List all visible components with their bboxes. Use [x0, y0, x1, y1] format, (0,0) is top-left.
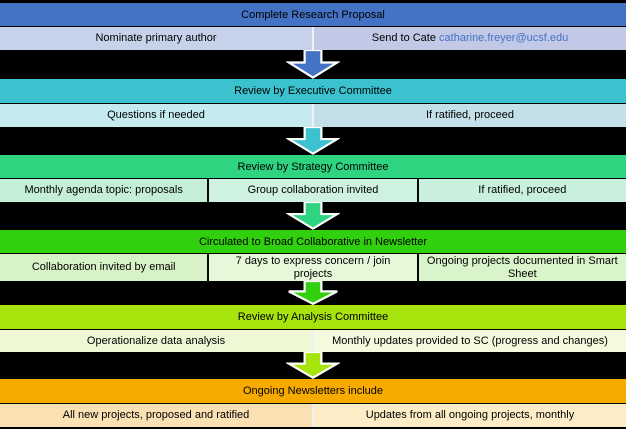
connector-2 — [0, 127, 626, 155]
questions-label: Questions if needed — [107, 109, 205, 122]
stage-5-cell-monthly-updates: Monthly updates provided to SC (progress… — [314, 330, 626, 352]
send-to-cate-label: Send to Cate — [371, 32, 436, 45]
connector-5 — [0, 352, 626, 379]
stage-analysis-committee-review: Review by Analysis Committee Operational… — [0, 305, 626, 352]
down-arrow-icon — [286, 127, 340, 155]
project-updates-label: Updates from all ongoing projects, month… — [365, 409, 575, 422]
down-arrow-icon — [286, 202, 340, 230]
stage-4-cell-email-invite: Collaboration invited by email — [0, 254, 208, 281]
stage-5-cell-data-analysis: Operationalize data analysis — [0, 330, 312, 352]
stage-6-cells: All new projects, proposed and ratified … — [0, 404, 626, 427]
connector-4 — [0, 281, 626, 305]
stage-3-cells: Monthly agenda topic: proposals Group co… — [0, 179, 626, 202]
collaboration-label: Group collaboration invited — [247, 184, 379, 197]
stage-4-cell-seven-days: 7 days to express concern / join project… — [209, 254, 417, 281]
ratified-label: If ratified, proceed — [478, 184, 567, 197]
monthly-updates-label: Monthly updates provided to SC (progress… — [332, 334, 608, 347]
down-arrow-icon — [286, 352, 340, 379]
stage-4-cells: Collaboration invited by email 7 days to… — [0, 254, 626, 281]
stage-ongoing-newsletters: Ongoing Newsletters include All new proj… — [0, 379, 626, 427]
stage-5-cells: Operationalize data analysis Monthly upd… — [0, 330, 626, 352]
stage-broad-collaborative-newsletter: Circulated to Broad Collaborative in New… — [0, 230, 626, 281]
connector-3 — [0, 202, 626, 230]
stage-2-cell-ratified: If ratified, proceed — [314, 104, 626, 127]
stage-1-cells: Nominate primary author Send to Cate cat… — [0, 27, 626, 50]
stage-3-cell-agenda: Monthly agenda topic: proposals — [0, 179, 208, 202]
stage-strategy-committee-review: Review by Strategy Committee Monthly age… — [0, 155, 626, 202]
down-arrow-icon — [286, 281, 340, 305]
stage-6-title: Ongoing Newsletters include — [0, 379, 626, 403]
stage-2-cells: Questions if needed If ratified, proceed — [0, 104, 626, 127]
agenda-label: Monthly agenda topic: proposals — [24, 184, 183, 197]
stage-4-title: Circulated to Broad Collaborative in New… — [0, 230, 626, 253]
stage-3-title: Review by Strategy Committee — [0, 155, 626, 178]
ratified-label: If ratified, proceed — [425, 109, 515, 122]
stage-complete-research-proposal: Complete Research Proposal Nominate prim… — [0, 3, 626, 50]
new-projects-label: All new projects, proposed and ratified — [62, 409, 250, 422]
stage-5-title: Review by Analysis Committee — [0, 305, 626, 329]
seven-days-label: 7 days to express concern / join project… — [235, 254, 391, 280]
data-analysis-label: Operationalize data analysis — [86, 334, 226, 347]
stage-2-cell-questions: Questions if needed — [0, 104, 312, 127]
connector-1 — [0, 50, 626, 79]
stage-1-cell-send-to-cate: Send to Cate catharine.freyer@ucsf.edu — [314, 27, 626, 50]
smart-sheet-label: Ongoing projects documented in Smart She… — [426, 254, 618, 280]
nominate-author-label: Nominate primary author — [95, 32, 217, 45]
down-arrow-icon — [286, 50, 340, 79]
stage-2-title: Review by Executive Committee — [0, 79, 626, 103]
stage-1-cell-nominate-author: Nominate primary author — [0, 27, 312, 50]
stage-6-cell-project-updates: Updates from all ongoing projects, month… — [314, 404, 626, 427]
stage-6-cell-new-projects: All new projects, proposed and ratified — [0, 404, 312, 427]
stage-1-title: Complete Research Proposal — [0, 3, 626, 26]
stage-executive-committee-review: Review by Executive Committee Questions … — [0, 79, 626, 127]
stage-3-cell-collaboration: Group collaboration invited — [209, 179, 417, 202]
email-link[interactable]: catharine.freyer@ucsf.edu — [439, 32, 569, 45]
stage-3-cell-ratified: If ratified, proceed — [418, 179, 626, 202]
email-invite-label: Collaboration invited by email — [31, 261, 176, 274]
stage-4-cell-smart-sheet: Ongoing projects documented in Smart She… — [418, 254, 626, 281]
